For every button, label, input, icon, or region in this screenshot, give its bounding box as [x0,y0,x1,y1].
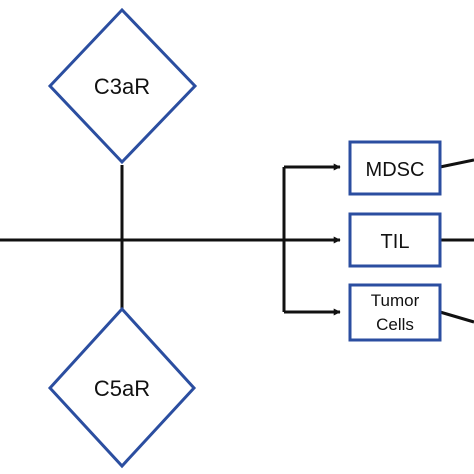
connectors [0,158,474,324]
til-box [348,212,442,268]
tumor-cells-box [348,283,442,342]
tumor-cells-label-line2: Cells [376,315,414,334]
target-til: TIL [348,212,442,268]
mdsc-exit-line [439,158,474,169]
mdsc-box [348,140,442,196]
tumor-cells-exit-line [439,310,474,324]
til-label: TIL [381,231,410,253]
mdsc-label: MDSC [366,159,425,181]
receptor-c5ar: C5aR [47,306,197,469]
target-mdsc: MDSC [348,140,442,196]
target-tumor-cells: Tumor Cells [348,283,442,342]
tumor-cells-label-line1: Tumor [371,291,420,310]
c5ar-diamond [47,306,197,469]
c3ar-diamond [47,7,198,165]
receptor-c3ar: C3aR [47,7,198,165]
c5ar-label: C5aR [94,376,150,401]
c3ar-label: C3aR [94,74,150,99]
